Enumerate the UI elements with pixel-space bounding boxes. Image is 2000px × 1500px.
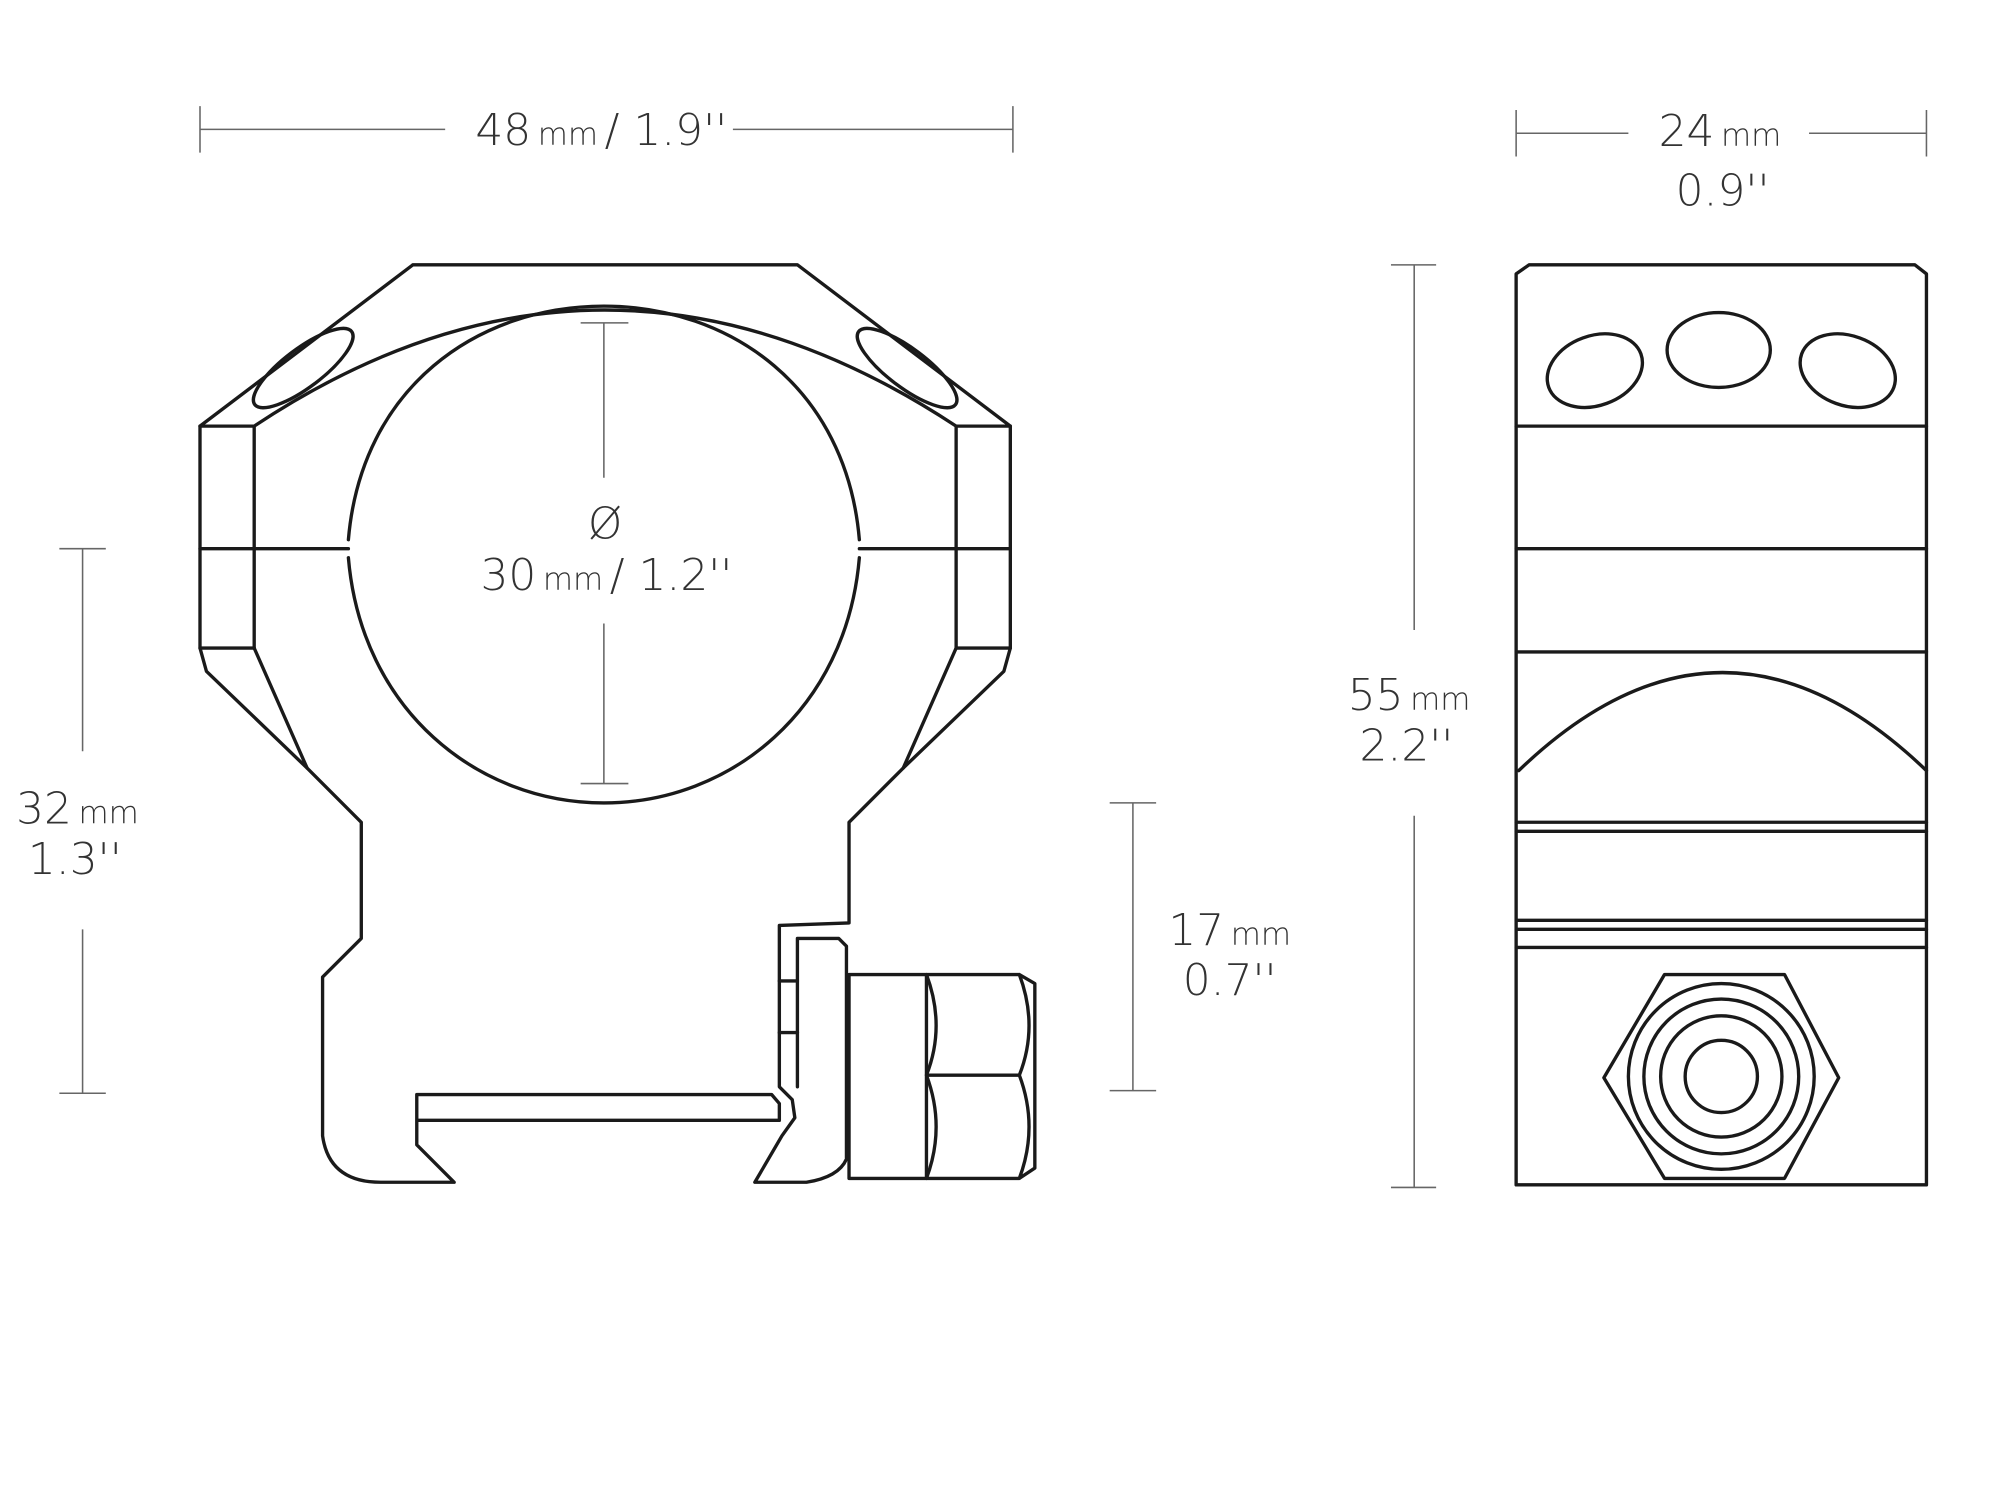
clamp-nut bbox=[847, 972, 1037, 1181]
edge bbox=[252, 646, 309, 770]
width-front-label: 48 mm / 1.9'' bbox=[475, 105, 727, 156]
ring-outer-arc bbox=[252, 308, 958, 428]
side-outline bbox=[1514, 263, 1929, 1187]
hex-bolt-head bbox=[1602, 972, 1841, 1181]
dimension-lines bbox=[59, 106, 1928, 1189]
width-front-dimension bbox=[199, 106, 1014, 153]
diameter-label: 30 mm / 1.2'' bbox=[481, 550, 733, 601]
front-view-ring bbox=[198, 263, 1012, 1184]
ring-bore bbox=[346, 304, 862, 805]
bolt-ring bbox=[1626, 981, 1816, 1172]
hex-nut bbox=[924, 972, 1037, 1181]
screw-hole bbox=[855, 326, 959, 410]
screw-hole bbox=[1798, 332, 1898, 410]
screw-hole bbox=[251, 326, 355, 410]
bore-arc bbox=[1517, 671, 1929, 773]
nut-washer bbox=[847, 972, 929, 1181]
height-total-dimension bbox=[1390, 264, 1437, 1189]
ring-outline bbox=[198, 263, 1012, 1184]
center-height-label: 32 mm bbox=[16, 784, 139, 835]
screw-hole bbox=[1545, 332, 1645, 410]
side-view-ring bbox=[1514, 263, 1929, 1187]
bolt-center bbox=[1683, 1038, 1760, 1115]
width-side-imperial: 0.9'' bbox=[1676, 165, 1770, 216]
height-total-imperial: 2.2'' bbox=[1360, 720, 1454, 771]
base-height-dimension bbox=[1109, 802, 1157, 1092]
height-total-label: 55 mm bbox=[1348, 670, 1471, 721]
center-height-imperial: 1.3'' bbox=[28, 834, 122, 885]
width-side-label: 24 mm bbox=[1659, 106, 1782, 157]
bolt-ring bbox=[1642, 997, 1801, 1156]
base-height-imperial: 0.7'' bbox=[1183, 955, 1277, 1006]
diameter-symbol: Ø bbox=[588, 498, 623, 549]
bolt-ring bbox=[1658, 1014, 1784, 1139]
width-side-dimension bbox=[1515, 110, 1928, 157]
center-height-dimension bbox=[59, 547, 106, 1094]
screw-hole bbox=[1665, 310, 1772, 390]
base-height-label: 17 mm bbox=[1168, 905, 1291, 956]
diameter-dimension bbox=[580, 322, 629, 785]
edge bbox=[901, 646, 958, 770]
